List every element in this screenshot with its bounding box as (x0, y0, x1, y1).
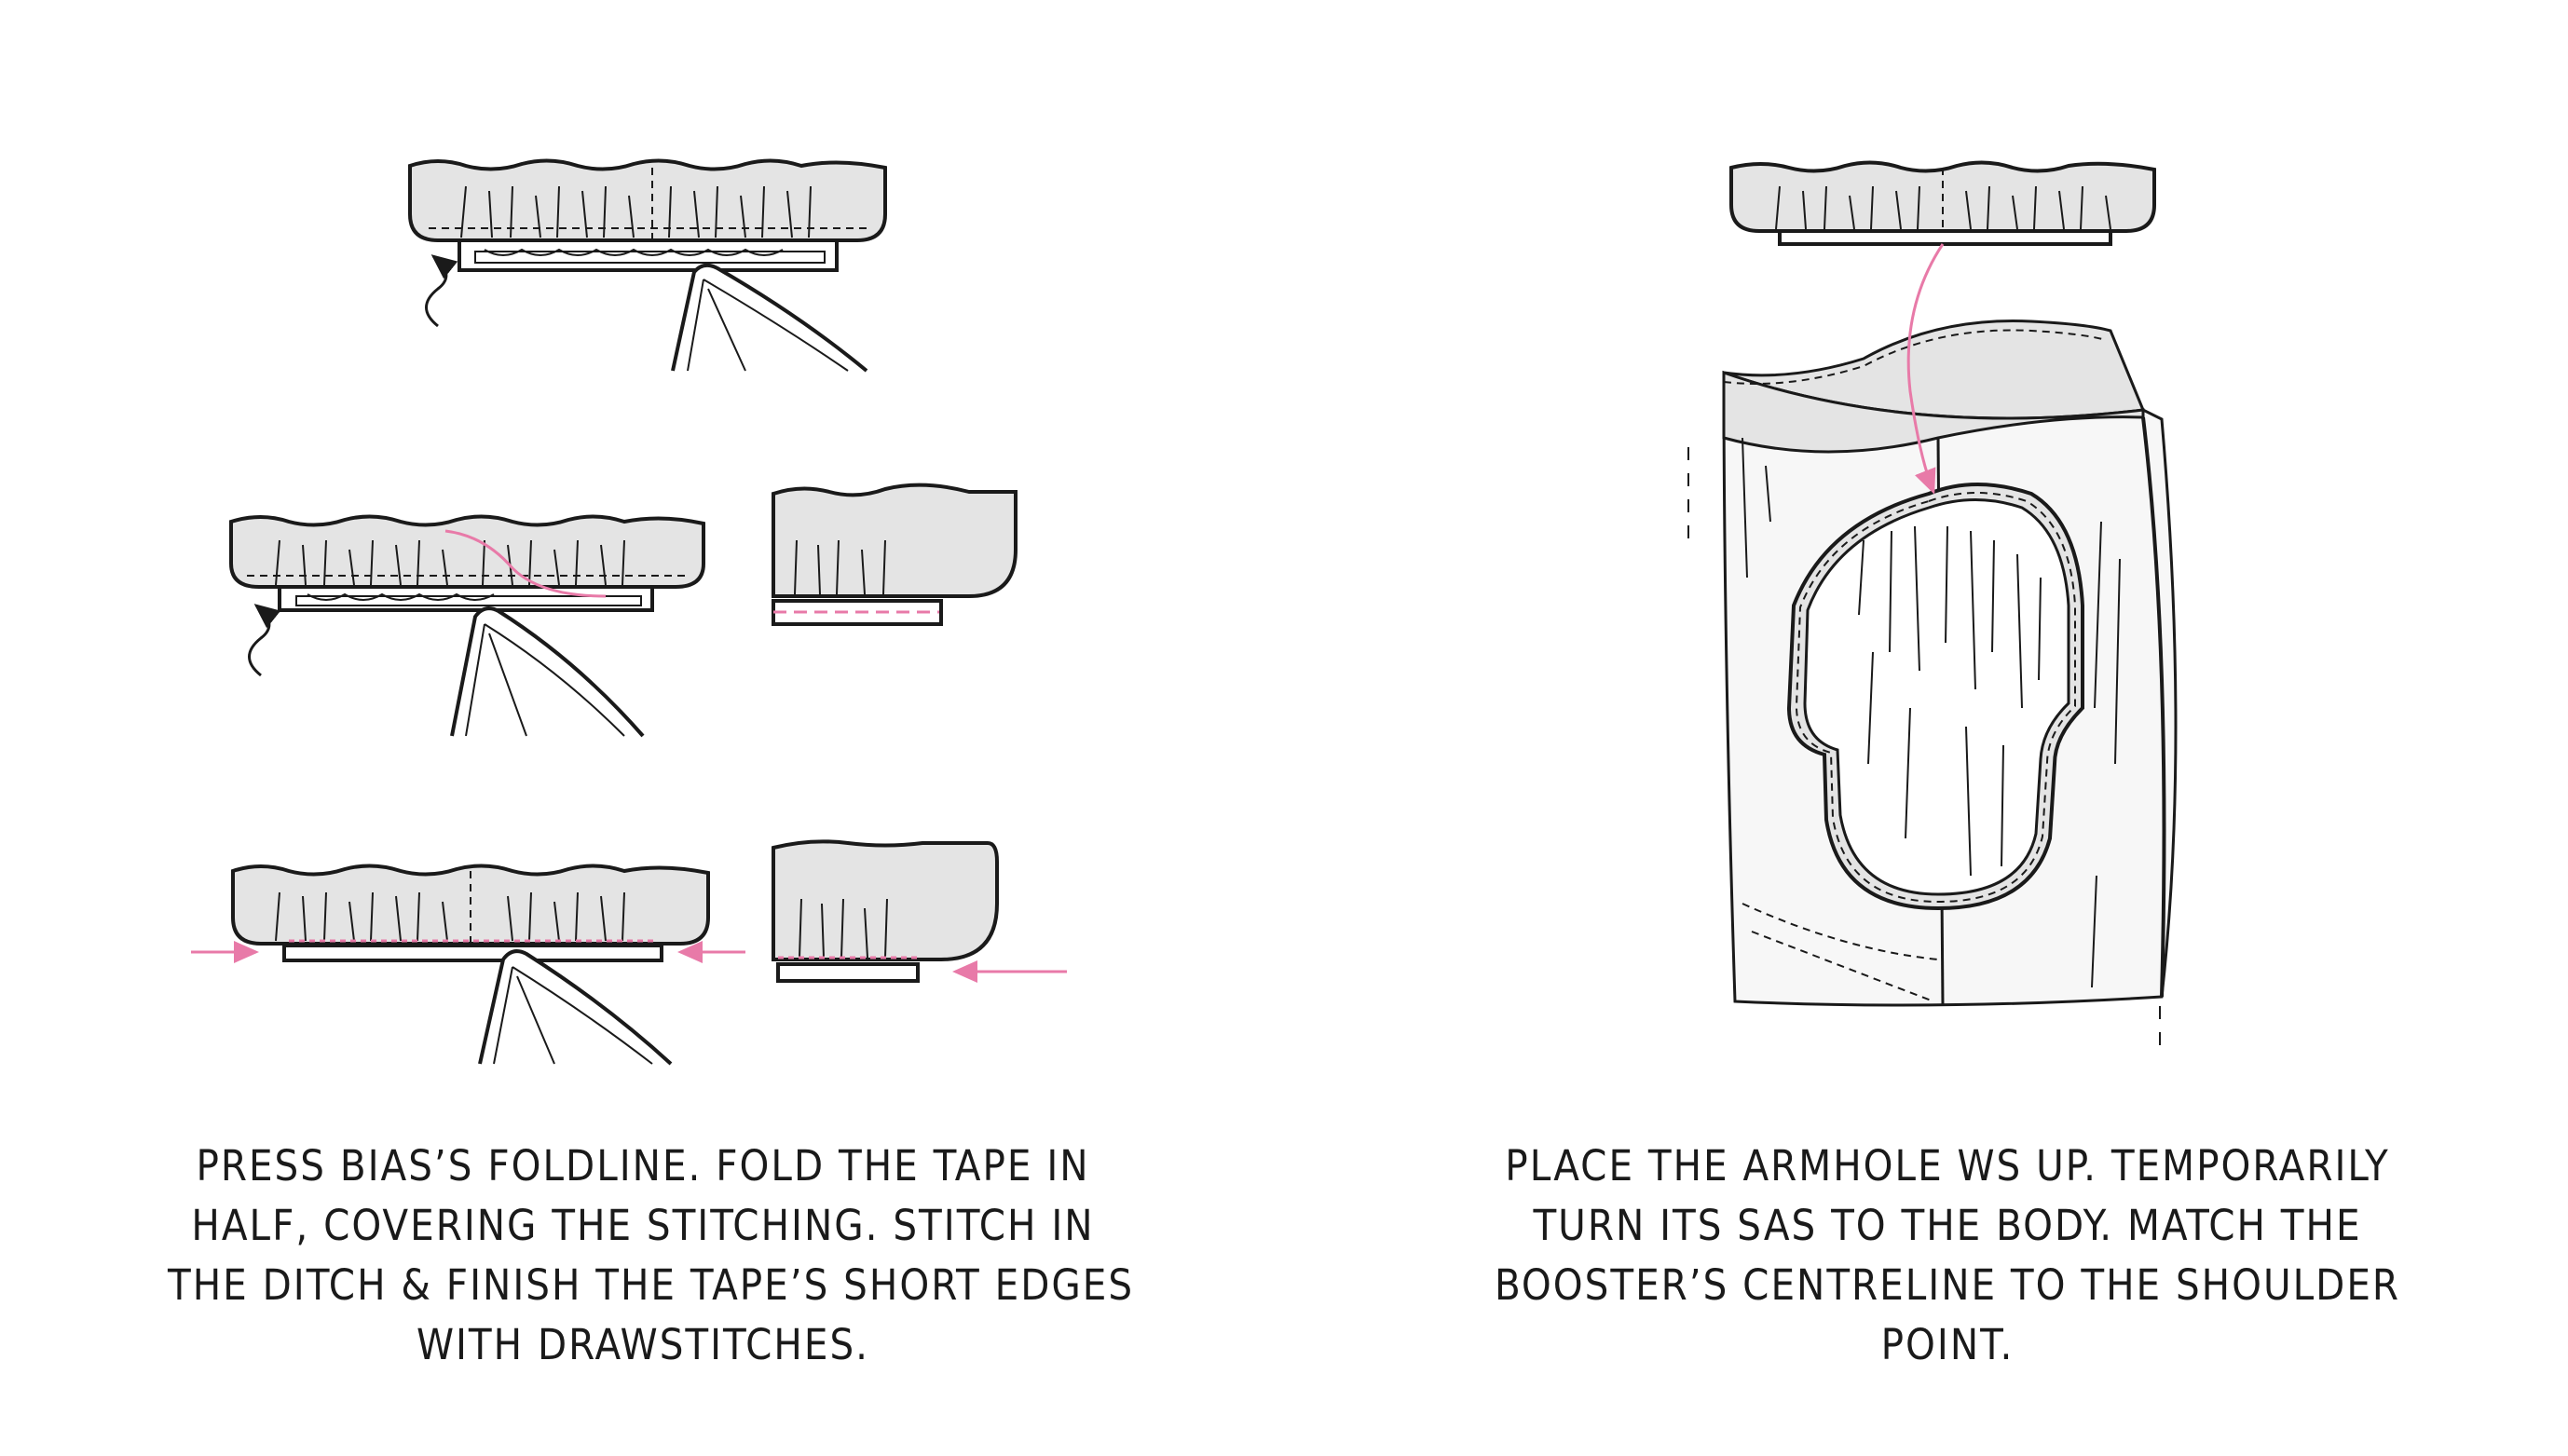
step4-diagram (1688, 162, 2176, 1053)
step3-bias-tape (284, 946, 662, 960)
caption-right-line-4: POINT. (1472, 1315, 2423, 1375)
caption-left-line-4: WITH DRAWSTITCHES. (168, 1315, 1118, 1375)
caption-left-line-1: PRESS BIAS’S FOLDLINE. FOLD THE TAPE IN (168, 1136, 1118, 1196)
step2-closeup-fabric (773, 485, 1016, 596)
step2-diagram (231, 516, 703, 736)
step2-fold-arrow (250, 606, 269, 675)
step2-iron (452, 608, 643, 736)
caption-right: PLACE THE ARMHOLE WS UP. TEMPORARILY TUR… (1472, 1136, 2423, 1375)
caption-right-line-1: PLACE THE ARMHOLE WS UP. TEMPORARILY (1472, 1136, 2423, 1196)
step3-closeup (773, 841, 1067, 981)
step1-diagram (410, 160, 885, 371)
armhole-inner (1805, 500, 2069, 895)
caption-left: PRESS BIAS’S FOLDLINE. FOLD THE TAPE IN … (168, 1136, 1118, 1375)
caption-left-line-2: HALF, COVERING THE STITCHING. STITCH IN (168, 1196, 1118, 1256)
step3-closeup-tape (778, 964, 918, 981)
booster-tape (1780, 231, 2110, 244)
caption-left-line-3: THE DITCH & FINISH THE TAPE’S SHORT EDGE… (168, 1256, 1118, 1315)
caption-right-line-3: BOOSTER’S CENTRELINE TO THE SHOULDER (1472, 1256, 2423, 1315)
caption-right-line-2: TURN ITS SAS TO THE BODY. MATCH THE (1472, 1196, 2423, 1256)
step3-diagram (191, 865, 745, 1064)
step1-fold-arrow (427, 256, 446, 326)
step1-iron (673, 265, 867, 371)
step2-closeup (773, 485, 1016, 624)
